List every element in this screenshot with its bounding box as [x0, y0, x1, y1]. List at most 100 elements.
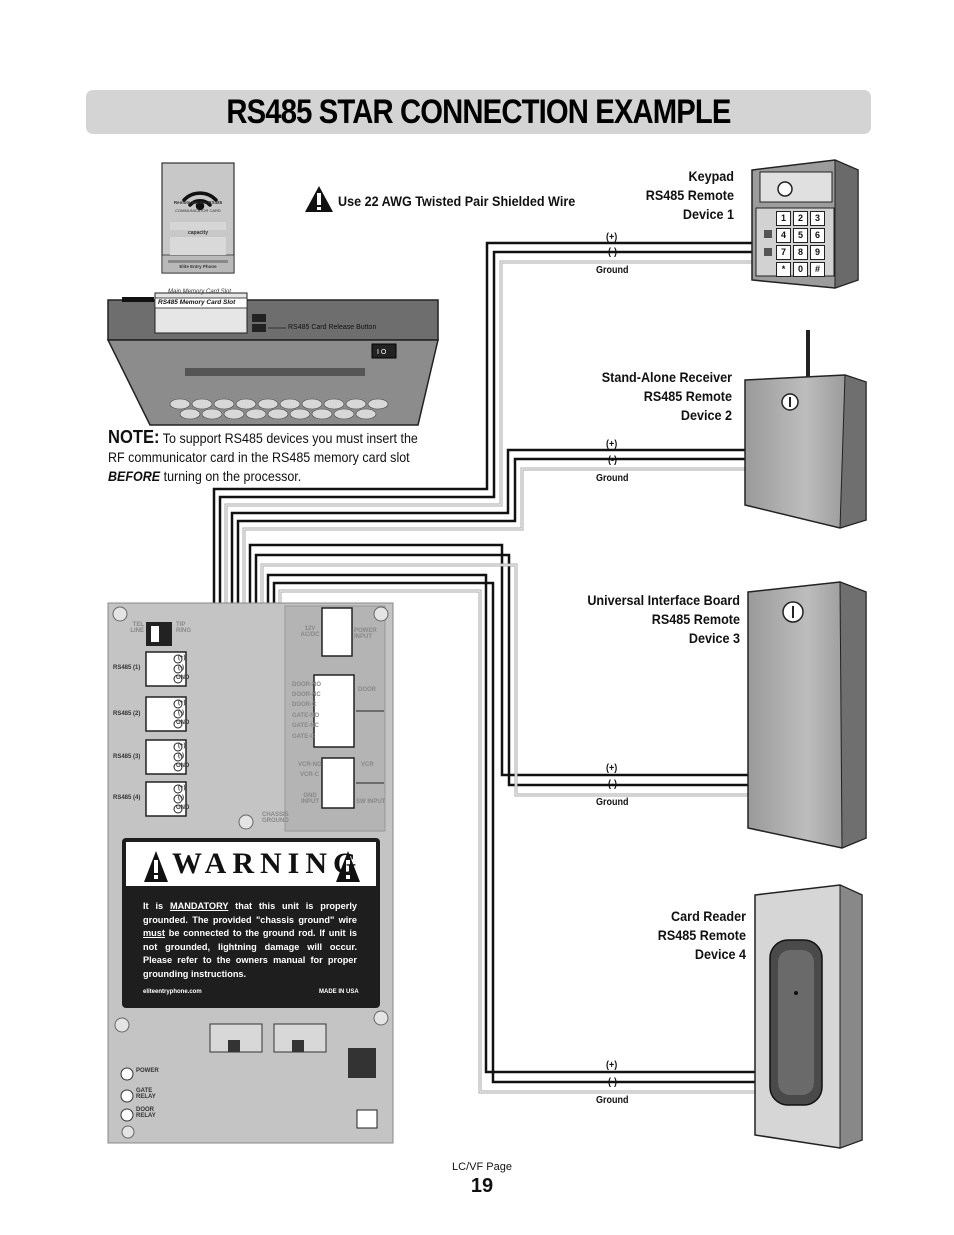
d3-plus-label: (+) — [606, 763, 618, 774]
uib-device — [747, 581, 867, 849]
note-emphasis: BEFORE — [108, 469, 161, 484]
warning-body: It is MANDATORY that this unit is proper… — [143, 900, 357, 982]
caution-icon — [305, 186, 333, 212]
vcr-pin-2: VCR-C — [300, 772, 319, 778]
rs485-port-1-label: RS485 (1) — [113, 665, 141, 671]
d4-ground-label: Ground — [596, 1095, 629, 1106]
keypad-key-2[interactable]: 2 — [793, 211, 808, 226]
title-banner: RS485 STAR CONNECTION EXAMPLE — [86, 90, 871, 134]
warning-website: eliteentryphone.com — [143, 989, 202, 995]
keypad-key-1[interactable]: 1 — [776, 211, 791, 226]
rs485-communicator-card — [161, 162, 235, 274]
tel-line-label: TEL LINE — [130, 622, 144, 634]
tip-ring-label: TIP RING — [176, 622, 191, 634]
page-number: 19 — [470, 1175, 494, 1197]
circuit-board — [107, 602, 394, 1144]
svg-text:I O: I O — [377, 349, 387, 356]
d2-minus-label: (-) — [608, 455, 617, 466]
warning-triangle-icon-right — [336, 851, 360, 882]
port-1-pin-plus: (+) — [178, 655, 186, 661]
keypad-key-7[interactable]: 7 — [776, 245, 791, 260]
gnd-input-label: GND INPUT — [301, 793, 319, 805]
keypad-key-4[interactable]: 4 — [776, 228, 791, 243]
led-door-label: DOOR RELAY — [136, 1107, 156, 1119]
main-slot-label: Main Memory Card Slot — [168, 289, 232, 295]
d4-plus-label: (+) — [606, 1060, 618, 1071]
warning-pre: It is — [143, 901, 164, 911]
main-card-slot — [122, 297, 154, 302]
d1-plus-label: (+) — [606, 232, 618, 243]
keypad-key-8[interactable]: 8 — [793, 245, 808, 260]
door-pin-4: GATE-NO — [292, 713, 320, 719]
keypad-key-3[interactable]: 3 — [810, 211, 825, 226]
vcr-pin-1: VCR-NO — [298, 762, 322, 768]
warning-text-a: that this unit is properly grounded. The… — [143, 901, 357, 925]
rs485-port-4-label: RS485 (4) — [113, 795, 141, 801]
keypad-key-9[interactable]: 9 — [810, 245, 825, 260]
release-button-label: RS485 Card Release Button — [288, 324, 377, 331]
warning-heading: WARNING — [172, 847, 363, 880]
wifi-icon — [182, 191, 218, 211]
footer-page-label: LC/VF Page — [452, 1161, 512, 1173]
vcr-label: VCR — [361, 762, 374, 768]
keypad-keys: 1 2 3 4 5 6 7 8 9 * 0 # — [776, 211, 826, 277]
door-pin-3: DOOR-C — [292, 702, 317, 708]
device-3-label: Universal Interface Board RS485 Remote D… — [587, 592, 740, 646]
d4-minus-label: (-) — [608, 1077, 617, 1088]
device-4-label: Card Reader RS485 Remote Device 4 — [657, 908, 746, 962]
port-4-pin-plus: (+) — [178, 785, 186, 791]
card-release-button[interactable] — [252, 314, 266, 322]
keypad-key-6[interactable]: 6 — [810, 228, 825, 243]
note-heading: NOTE: — [108, 427, 160, 447]
rs485-terminals — [145, 651, 187, 817]
note-text-1: To support RS485 devices you must insert… — [108, 431, 418, 465]
card-line4: Elite Entry Phone — [179, 264, 217, 269]
d3-minus-label: (-) — [608, 779, 617, 790]
rs485-slot-label: RS485 Memory Card Slot — [158, 299, 236, 306]
note-text-2: turning on the processor. — [163, 469, 302, 484]
d2-ground-label: Ground — [596, 473, 629, 484]
card-line3: capacity — [187, 230, 208, 236]
d1-minus-label: (-) — [608, 247, 617, 258]
port-3-pin-minus: (-) — [178, 753, 184, 759]
sw-input-label: SW INPUT — [356, 799, 386, 805]
door-pin-5: GATE-NC — [292, 723, 319, 729]
door-pin-2: DOOR-NC — [292, 692, 321, 698]
port-3-pin-plus: (+) — [178, 743, 186, 749]
processor-unit: I O — [106, 292, 439, 426]
d1-ground-label: Ground — [596, 265, 629, 276]
d2-plus-label: (+) — [606, 439, 618, 450]
card-line1: Remote Access RS485 — [173, 200, 223, 205]
port-1-pin-gnd: GND — [176, 675, 190, 681]
port-1-pin-minus: (-) — [178, 665, 184, 671]
port-2-pin-gnd: GND — [176, 720, 190, 726]
door-label: DOOR — [358, 687, 376, 693]
wire-spec-note: Use 22 AWG Twisted Pair Shielded Wire — [338, 193, 576, 209]
keypad-key-star[interactable]: * — [776, 262, 791, 277]
receiver-device — [744, 330, 867, 529]
chassis-ground-label: CHASSIS GROUND — [262, 812, 289, 824]
warning-mandatory: MANDATORY — [169, 901, 229, 911]
install-note: NOTE: To support RS485 devices you must … — [108, 428, 425, 486]
port-4-pin-minus: (-) — [178, 795, 184, 801]
warning-made-in: MADE IN USA — [319, 989, 359, 995]
keypad-key-5[interactable]: 5 — [793, 228, 808, 243]
led-gate-label: GATE RELAY — [136, 1088, 156, 1100]
power-input-label: POWER INPUT — [354, 628, 377, 640]
keypad-key-0[interactable]: 0 — [793, 262, 808, 277]
warning-triangle-icon — [144, 851, 168, 882]
door-pin-6: GATE-C — [292, 734, 315, 740]
device-2-label: Stand-Alone Receiver RS485 Remote Device… — [601, 369, 732, 423]
port-2-pin-plus: (+) — [178, 700, 186, 706]
rs485-port-3-label: RS485 (3) — [113, 754, 141, 760]
port-3-pin-gnd: GND — [176, 763, 190, 769]
power-switch[interactable] — [371, 343, 397, 359]
card-line2: COMMUNICATOR CARD — [175, 208, 221, 213]
port-4-pin-gnd: GND — [176, 805, 190, 811]
d3-ground-label: Ground — [596, 797, 629, 808]
power-12v-label: 12V AC/DC — [300, 626, 320, 638]
door-pin-1: DOOR-NO — [292, 682, 321, 688]
keypad-key-hash[interactable]: # — [810, 262, 825, 277]
warning-must: must — [143, 928, 165, 939]
